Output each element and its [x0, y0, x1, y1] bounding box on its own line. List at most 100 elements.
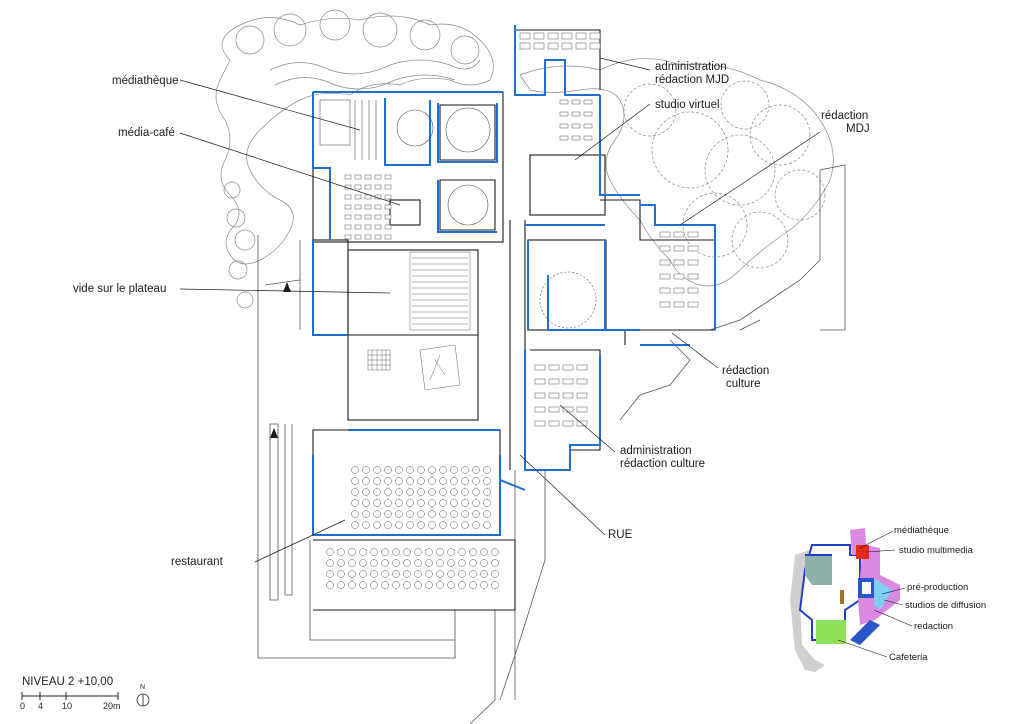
table-circle — [392, 581, 400, 589]
table-circle — [370, 570, 378, 578]
desk — [576, 364, 588, 371]
label-admin-mjd-1: administration — [655, 61, 727, 73]
north-label: N — [140, 684, 146, 691]
scale-tick-10: 10 — [62, 701, 73, 711]
table-circle — [458, 548, 466, 556]
scale-tick-4: 4 — [38, 701, 44, 711]
table-circle — [373, 477, 381, 485]
table-circle — [381, 559, 389, 567]
table-circle — [403, 559, 411, 567]
desk — [659, 245, 671, 252]
desk — [673, 273, 685, 280]
desk — [562, 406, 574, 413]
desk — [547, 32, 559, 40]
desk — [364, 184, 372, 190]
table-circle — [436, 581, 444, 589]
desk — [534, 420, 546, 427]
desk — [354, 204, 362, 210]
desk — [364, 204, 372, 210]
desk — [561, 32, 573, 40]
desk — [548, 392, 560, 399]
desk — [354, 214, 362, 220]
desk — [384, 184, 392, 190]
table-circle — [381, 581, 389, 589]
desk — [571, 123, 581, 129]
table-circle — [326, 559, 334, 567]
table-circle — [491, 559, 499, 567]
table-circle — [472, 488, 480, 496]
scale-bar — [21, 692, 119, 700]
table-circle — [406, 521, 414, 529]
table-circle — [414, 581, 422, 589]
leader-lines — [179, 57, 821, 563]
table-circle — [362, 510, 370, 518]
desk — [533, 42, 545, 50]
table-circle — [326, 581, 334, 589]
desk — [583, 135, 593, 141]
label-admin-mjd-2: rédaction MJD — [655, 74, 730, 86]
desk — [534, 392, 546, 399]
table-circle — [406, 488, 414, 496]
desk — [687, 231, 699, 238]
table-circle — [373, 510, 381, 518]
table-circle — [370, 581, 378, 589]
table-circle — [450, 466, 458, 474]
table-circle — [359, 570, 367, 578]
table-circle — [461, 521, 469, 529]
table-circle — [384, 488, 392, 496]
library-shelves — [319, 99, 597, 329]
desk — [548, 364, 560, 371]
desk — [364, 174, 372, 180]
label-redaction-culture-1: rédaction — [722, 365, 770, 377]
desk — [575, 42, 587, 50]
table-circle — [406, 499, 414, 507]
desk — [354, 234, 362, 240]
desk — [548, 378, 560, 385]
desk — [548, 406, 560, 413]
desk — [374, 174, 382, 180]
desk — [374, 204, 382, 210]
table-circle — [417, 488, 425, 496]
table-circle — [395, 477, 403, 485]
table-circle — [450, 488, 458, 496]
table-circle — [469, 559, 477, 567]
desk — [659, 231, 671, 238]
table-circle — [395, 488, 403, 496]
table-circle — [491, 548, 499, 556]
table-circle — [351, 499, 359, 507]
desk — [534, 364, 546, 371]
table-circle — [362, 488, 370, 496]
table-circle — [483, 477, 491, 485]
desk — [559, 123, 569, 129]
table-circle — [458, 581, 466, 589]
desk — [659, 259, 671, 266]
vegetation — [215, 9, 834, 309]
table-circle — [458, 570, 466, 578]
table-circle — [414, 559, 422, 567]
desk — [575, 32, 587, 40]
desk — [344, 174, 352, 180]
restaurant-tables — [326, 466, 499, 589]
table-circle — [403, 548, 411, 556]
legend-label-mediatheque: médiathèque — [894, 525, 949, 536]
desk — [583, 111, 593, 117]
label-rue: RUE — [608, 529, 633, 541]
desk — [589, 32, 601, 40]
table-circle — [425, 581, 433, 589]
table-circle — [373, 499, 381, 507]
desk — [344, 234, 352, 240]
label-admin-culture-2: rédaction culture — [620, 458, 706, 470]
table-circle — [373, 466, 381, 474]
scale-tick-20m: 20m — [103, 701, 121, 711]
legend-label-redaction: redaction — [914, 621, 954, 632]
table-circle — [384, 510, 392, 518]
table-circle — [373, 488, 381, 496]
table-circle — [428, 477, 436, 485]
legend-label-studio-multimedia: studio multimedia — [899, 545, 973, 556]
label-mediatheque: médiathèque — [112, 75, 179, 87]
label-studio-virtuel: studio virtuel — [655, 99, 720, 111]
table-circle — [362, 521, 370, 529]
legend-label-pre-production: pré-production — [907, 582, 969, 593]
table-circle — [469, 548, 477, 556]
